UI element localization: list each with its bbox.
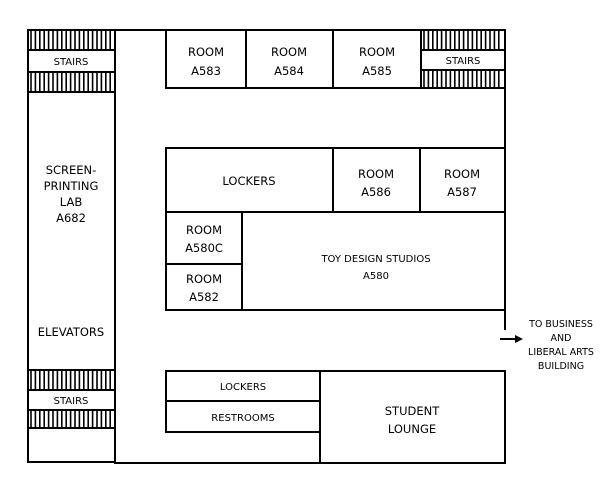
exit-label-2: AND: [551, 333, 572, 344]
room-a583-label-2: A583: [191, 64, 221, 78]
student-lounge-label-1: STUDENT: [385, 404, 440, 418]
stairs-sw-label: STAIRS: [54, 396, 89, 407]
lockers-north-area: [165, 147, 334, 213]
toy-design-label-2: A580: [363, 271, 389, 282]
toy-design-studios: [241, 211, 506, 311]
room-a587: [419, 147, 506, 213]
room-a585-label-1: ROOM: [359, 45, 395, 59]
room-a584-label-1: ROOM: [271, 45, 307, 59]
room-a585-label-2: A585: [362, 64, 392, 78]
room-a580c-label-2: A580C: [185, 241, 223, 255]
restrooms-label: RESTROOMS: [211, 413, 274, 424]
toy-design-label-1: TOY DESIGN STUDIOS: [320, 254, 430, 265]
stairs-sw: [28, 369, 115, 429]
lockers-south-label: LOCKERS: [220, 382, 266, 393]
room-a584-label-2: A584: [274, 64, 304, 78]
screen-printing-label-4: A682: [56, 211, 86, 225]
room-a583: [165, 29, 247, 89]
room-a587-label-1: ROOM: [444, 167, 480, 181]
exit-label-1: TO BUSINESS: [528, 319, 593, 330]
stairs-nw: [28, 30, 115, 93]
screen-printing-label-2: PRINTING: [44, 179, 99, 193]
room-a582: [165, 263, 243, 311]
room-a583-label-1: ROOM: [188, 45, 224, 59]
student-lounge-label-2: LOUNGE: [388, 422, 436, 436]
room-a584: [245, 29, 334, 89]
room-a582-label-2: A582: [189, 290, 219, 304]
room-a582-label-1: ROOM: [186, 272, 222, 286]
stairs-nw-label: STAIRS: [54, 57, 89, 68]
room-a586-label-1: ROOM: [358, 167, 394, 181]
screen-printing-label-3: LAB: [60, 195, 83, 209]
exit-label-3: LIBERAL ARTS: [528, 347, 594, 358]
exit-arrow: [500, 335, 523, 343]
room-a586-label-2: A586: [361, 185, 391, 199]
elevators-label: ELEVATORS: [38, 325, 104, 339]
stairs-ne: [420, 29, 506, 89]
room-a585: [332, 29, 422, 89]
exit-label-4: BUILDING: [538, 361, 584, 372]
room-a587-label-2: A587: [447, 185, 477, 199]
room-a580c: [165, 211, 243, 265]
stairs-ne-label: STAIRS: [446, 56, 481, 67]
room-a580c-label-1: ROOM: [186, 223, 222, 237]
lockers-north-label: LOCKERS: [222, 174, 275, 188]
screen-printing-label-1: SCREEN-: [46, 163, 97, 177]
